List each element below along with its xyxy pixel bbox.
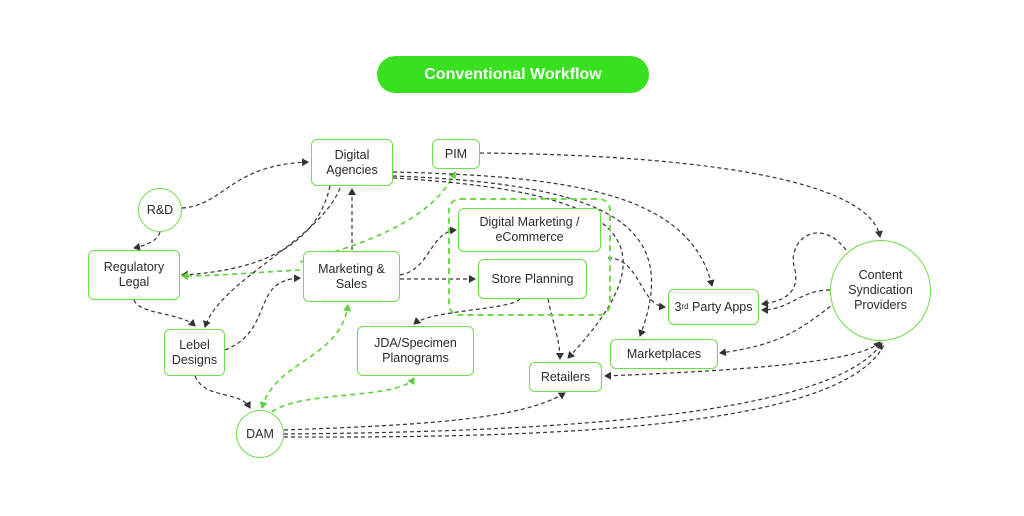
edge-digital-agencies-to-regulatory	[181, 185, 331, 279]
edge-store-planning-to-retailers	[547, 298, 564, 360]
edge-digital-agencies-to-retailers	[392, 177, 624, 359]
edge-store-planning-to-jda	[413, 298, 521, 325]
diagram-title: Conventional Workflow	[377, 56, 649, 93]
third-party-label: Party Apps	[688, 299, 753, 314]
edge-lebel-to-dam	[194, 375, 251, 409]
edge-content-syndication-to-third-party	[761, 232, 847, 308]
edge-dam-marketing-bidir	[259, 304, 352, 409]
edge-digital-agencies-to-lebel	[203, 187, 341, 328]
node-lebel-designs: Lebel Designs	[164, 329, 225, 376]
edge-digital-agencies-to-third-party	[392, 171, 715, 287]
edge-dam-to-content-syndication	[283, 342, 883, 435]
node-pim: PIM	[432, 139, 480, 169]
node-content-syndication: Content Syndication Providers	[830, 240, 931, 341]
node-marketplaces: Marketplaces	[610, 339, 718, 369]
edge-dam-to-retailers	[283, 392, 566, 431]
edge-marketing-to-digital-marketing	[399, 226, 457, 276]
node-retailers: Retailers	[529, 362, 602, 392]
node-digital-marketing: Digital Marketing / eCommerce	[458, 208, 601, 252]
node-rd: R&D	[138, 188, 182, 232]
edge-rd-to-regulatory	[133, 231, 161, 251]
digital-store-group	[448, 198, 611, 316]
third-party-number: 3	[674, 299, 682, 314]
edge-rd-to-digital-agencies	[181, 158, 309, 209]
edge-content-syndication-to-third-party-2	[761, 289, 831, 314]
edge-dam-to-jda	[271, 377, 415, 413]
edge-content-syndication-to-marketplaces	[719, 301, 837, 357]
node-regulatory-legal: Regulatory Legal	[88, 250, 180, 300]
node-marketing-sales: Marketing & Sales	[303, 251, 400, 302]
edge-dam-to-content-syndication-2	[283, 344, 885, 438]
node-jda-planograms: JDA/Specimen Planograms	[357, 326, 474, 376]
edge-regulatory-to-lebel	[133, 299, 196, 327]
edge-content-syndication-retailers-bidir	[604, 341, 881, 380]
edge-store-planning-to-third-party	[607, 257, 666, 311]
edge-lebel-to-marketing	[224, 274, 301, 351]
node-store-planning: Store Planning	[478, 259, 587, 299]
node-digital-agencies: Digital Agencies	[311, 139, 393, 186]
node-dam: DAM	[236, 410, 284, 458]
edge-pim-to-content-syndication	[479, 152, 883, 238]
edge-marketing-to-regulatory	[181, 269, 301, 280]
